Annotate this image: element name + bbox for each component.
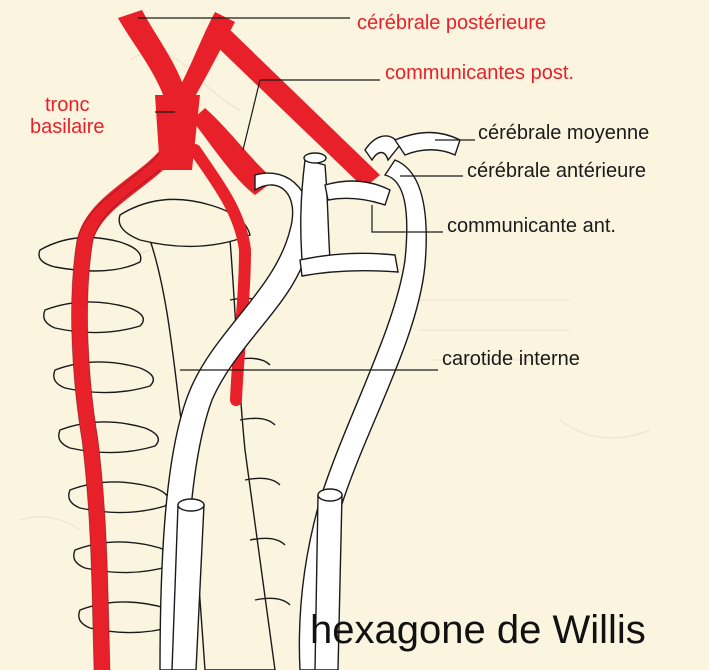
basilar-trunk: [118, 10, 380, 195]
label-carotide-interne: carotide interne: [442, 348, 580, 370]
label-cerebrale-moyenne: cérébrale moyenne: [478, 122, 650, 144]
label-tronc-line2: basilaire: [30, 116, 105, 138]
vertebral-artery-outline: [71, 149, 179, 670]
lower-vessel-stumps: [171, 488, 343, 670]
label-tronc-basilaire: tronc basilaire: [30, 94, 104, 138]
vertebral-arteries: [71, 142, 252, 670]
label-cerebrale-posterieure: cérébrale postérieure: [357, 12, 546, 34]
diagram-title: hexagone de Willis: [310, 608, 646, 652]
label-communicante-ant: communicante ant.: [447, 215, 616, 237]
label-tronc-line1: tronc: [45, 94, 90, 116]
anterior-circle: [299, 131, 461, 277]
label-communicantes-post: communicantes post.: [385, 62, 574, 84]
vertebral-column: [38, 198, 291, 670]
leader-lines: [138, 17, 475, 371]
label-cerebrale-anterieure: cérébrale antérieure: [467, 160, 646, 182]
